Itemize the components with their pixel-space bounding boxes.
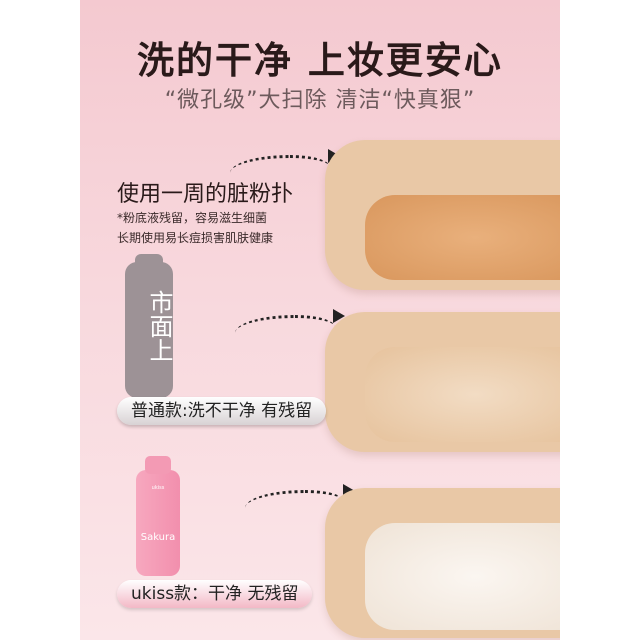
bottle-label: 市面上 [145, 290, 173, 362]
ordinary-bottle-image: 市面上 [125, 254, 173, 398]
note-line: *粉底液残留，容易滋生细菌 [117, 211, 268, 225]
ukiss-bottle-image: ukiss Sakura [136, 456, 180, 576]
bottle-brand: ukiss [151, 485, 165, 491]
ordinary-sponge-image [325, 312, 560, 452]
dirty-puff-title: 使用一周的脏粉扑 [117, 182, 294, 207]
clean-sponge-image [325, 488, 560, 638]
subheadline: “微孔级”大扫除 清洁“快真狠” [164, 88, 476, 113]
dirty-sponge-image [325, 140, 560, 290]
ukiss-caption: ukiss款：干净 无残留 [117, 580, 313, 608]
bottle-name: Sakura [140, 532, 176, 543]
dotted-arrow-icon [230, 149, 340, 185]
headline: 洗的干净 上妆更安心 [137, 39, 503, 82]
ordinary-caption: 普通款:洗不干净 有残留 [117, 397, 327, 425]
ad-panel: 洗的干净 上妆更安心 “微孔级”大扫除 清洁“快真狠” 使用一周的脏粉扑 *粉底… [80, 0, 560, 640]
dotted-arrow-icon [235, 309, 345, 345]
dirty-puff-note: *粉底液残留，容易滋生细菌 长期使用易长痘损害肌肤健康 [117, 208, 273, 248]
note-line: 长期使用易长痘损害肌肤健康 [117, 231, 274, 245]
